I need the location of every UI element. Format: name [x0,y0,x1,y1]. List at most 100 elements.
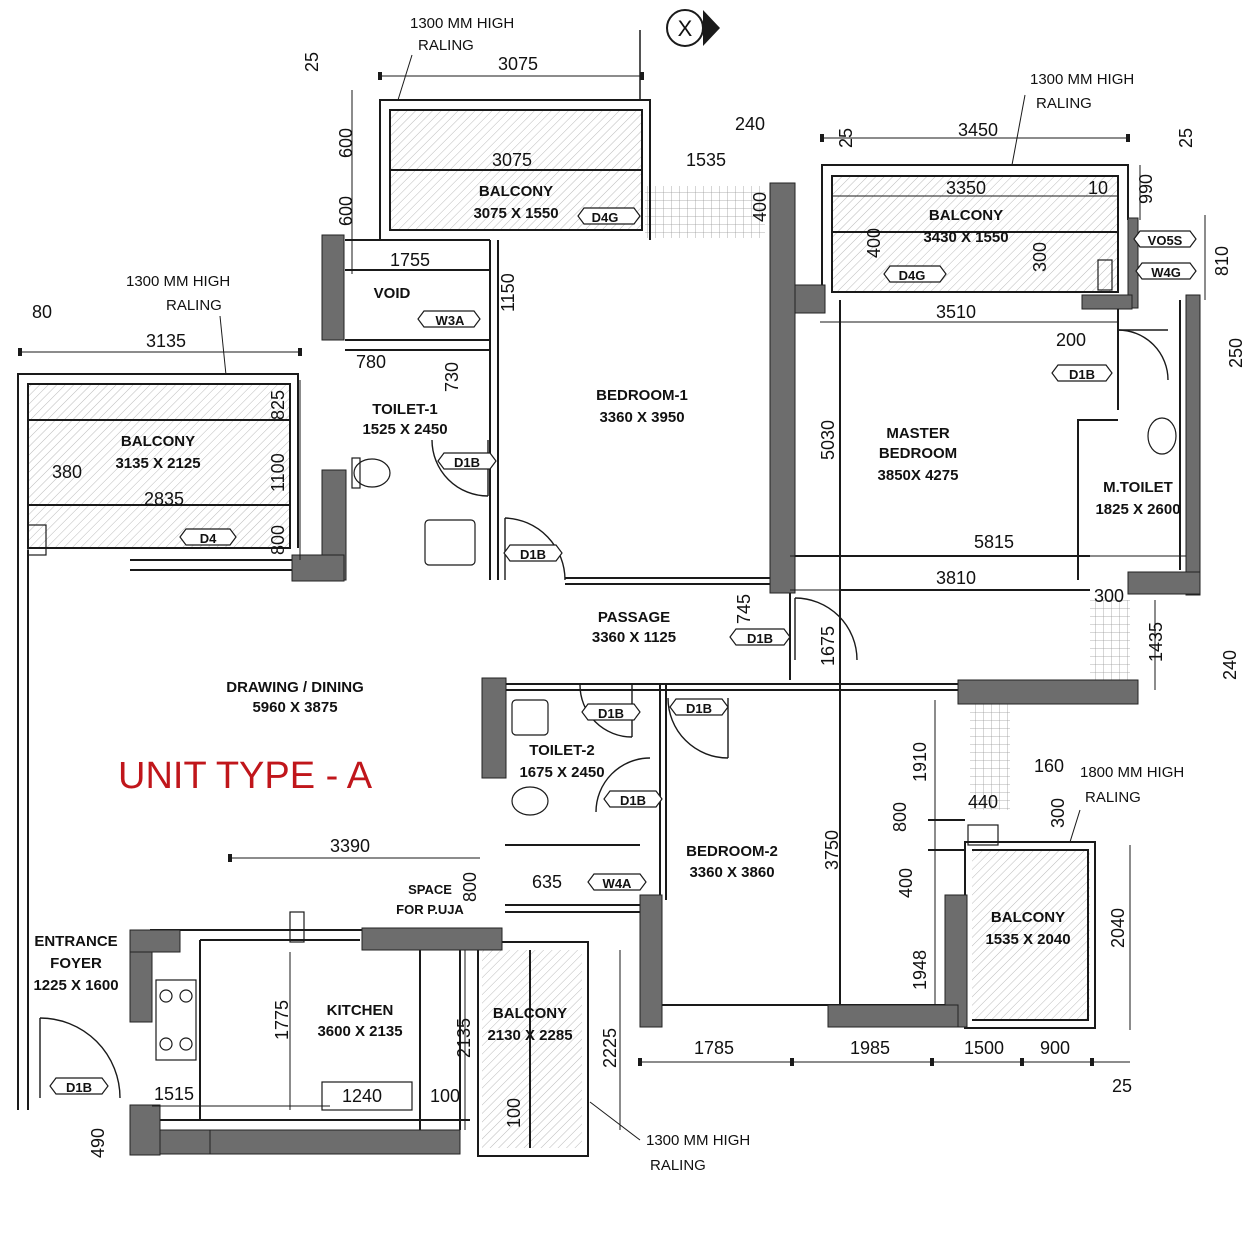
room-size: BEDROOM [879,445,957,462]
room-size: 3430 X 1550 [923,229,1008,246]
room-size: 1535 X 2040 [985,931,1070,948]
dim: 635 [532,872,562,892]
dim: 3135 [146,331,186,351]
dim: 25 [1176,128,1196,148]
door-master[interactable] [794,597,858,661]
room-labels: BALCONY 3075 X 1550 VOID TOILET-1 1525 X… [33,183,1180,1044]
room-name: PASSAGE [598,609,670,626]
room-size: 3600 X 2135 [317,1023,402,1040]
door-tag: D1B [598,706,624,721]
dimension-ticks [18,72,1130,1066]
room-name: VOID [374,285,411,302]
dim: 200 [1056,330,1086,350]
shower-toilet1 [424,519,476,566]
dim: 80 [32,302,52,322]
door-tag: D1B [66,1080,92,1095]
fixtures [27,259,1177,1111]
shaft-tiles-mtoilet [1090,600,1130,680]
balcony-floors [28,110,1130,1148]
kitchen-sink [321,1081,413,1111]
dim: 1985 [850,1038,890,1058]
dim: 1535 [686,150,726,170]
shaft-left [27,524,47,556]
note-line: 1300 MM HIGH [646,1132,750,1149]
wc-toilet2 [511,786,549,816]
door-entrance[interactable] [39,1017,121,1099]
door-swings [39,329,1169,1099]
door-tag: D1B [620,793,646,808]
room-name: M.TOILET [1103,479,1173,496]
note-line: RALING [166,297,222,314]
room-name: 1225 X 1600 [33,977,118,994]
balcony-bottom-floor [482,950,582,1148]
opening-tags: D4G D4G W3A D1B D1B D1B D1B D1B D1B D1B … [49,207,1197,1095]
shaft-tiles-right [970,700,1010,810]
dim: 160 [1034,756,1064,776]
door-mtoilet[interactable] [1117,329,1169,381]
note-line: RALING [1085,789,1141,806]
dim: 3450 [958,120,998,140]
room-name: KITCHEN [327,1002,394,1019]
dim: 2835 [144,489,184,509]
room-name: BALCONY [991,909,1065,926]
door-tag: D1B [454,455,480,470]
dim: 240 [1220,650,1240,680]
door-toilet1[interactable] [431,439,489,497]
door-tag: D1B [1069,367,1095,382]
room-size: 1825 X 2600 [1095,501,1180,518]
note-line: 1300 MM HIGH [1030,71,1134,88]
hob [155,979,197,1061]
grid-marker: X [639,9,720,100]
dim: 3350 [946,178,986,198]
dim: 3390 [330,836,370,856]
dim: 1755 [390,250,430,270]
room-size: 1525 X 2450 [362,421,447,438]
door-bedroom2[interactable] [667,697,729,759]
dim: 1240 [342,1086,382,1106]
room-name: BALCONY [929,207,1003,224]
door-bedroom1[interactable] [504,517,566,581]
dim: 3750 [822,830,842,870]
door-tag: D1B [747,631,773,646]
dim: 745 [734,594,754,624]
room-size: 3360 X 3950 [599,409,684,426]
dim: 800 [460,872,480,902]
room-size: 3360 X 1125 [592,629,676,646]
dim: 400 [896,868,916,898]
dim: 2135 [454,1018,474,1058]
note-line: RALING [650,1157,706,1174]
door-tag: D4G [592,210,619,225]
door-tag: D1B [686,701,712,716]
room-name: BALCONY [121,433,195,450]
dim: 100 [430,1086,460,1106]
room-name: MASTER [886,425,950,442]
dim: 400 [864,228,884,258]
room-name: BEDROOM-1 [596,387,688,404]
room-name: BALCONY [493,1005,567,1022]
dim: 5815 [974,532,1014,552]
dim: 1500 [964,1038,1004,1058]
note-line: 1300 MM HIGH [126,273,230,290]
dim: 730 [442,362,462,392]
dim: 300 [1030,242,1050,272]
room-name: SPACE [408,882,452,897]
door-tag: D4 [200,531,217,546]
window-tag: W4A [603,876,633,891]
door-toilet2-inner[interactable] [595,757,651,813]
balcony-right-floor [972,850,1090,1020]
basin-toilet2 [511,699,549,736]
door-toilet2[interactable] [579,684,633,738]
dim: 300 [1094,586,1124,606]
dim: 2040 [1108,908,1128,948]
dim: 2225 [600,1028,620,1068]
vent-tag: VO5S [1148,233,1183,248]
wc-mtoilet [1147,417,1177,455]
room-size: 1675 X 2450 [519,764,604,781]
grid-marker-label: X [678,16,693,41]
dim: 25 [1112,1076,1132,1096]
dim: 100 [504,1098,524,1128]
dim: 3810 [936,568,976,588]
dim: 1948 [910,950,930,990]
dim: 780 [356,352,386,372]
